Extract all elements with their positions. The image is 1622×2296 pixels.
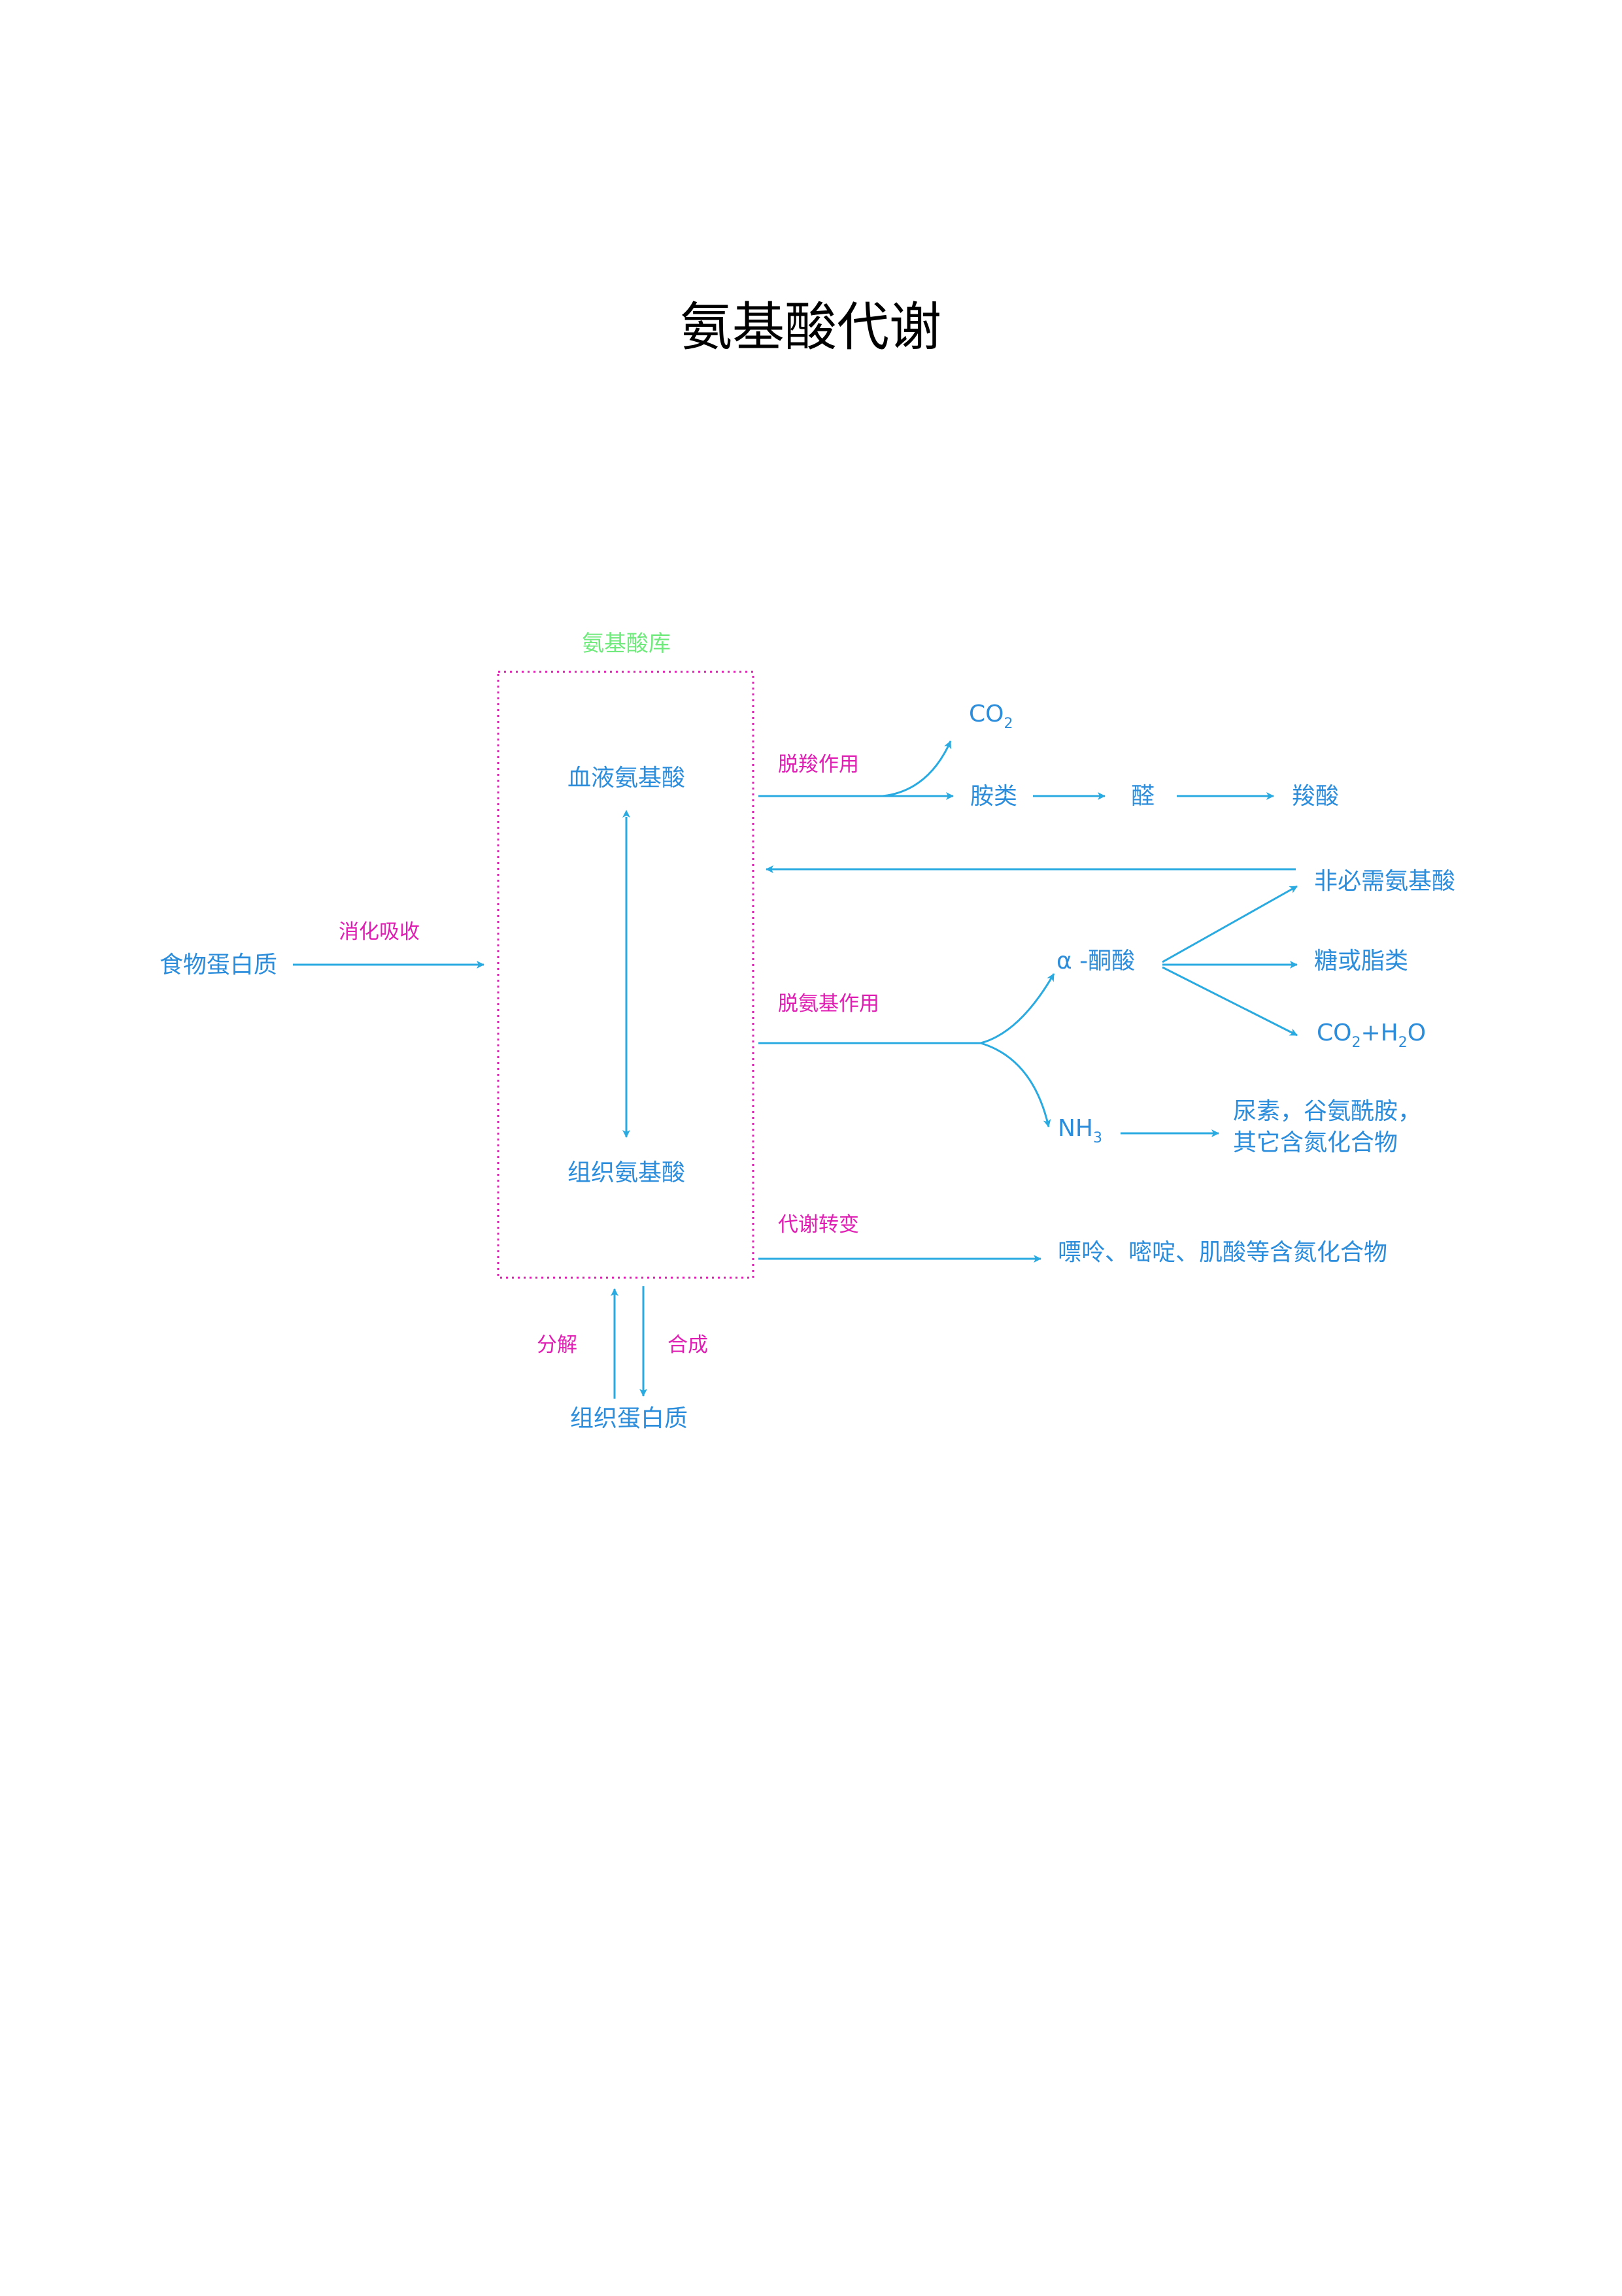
node-nh3: NH3 xyxy=(1058,1115,1102,1146)
node-urea-line1: 尿素，谷氨酰胺， xyxy=(1233,1098,1421,1125)
node-amines: 胺类 xyxy=(970,783,1017,810)
arrow-to-nh3 xyxy=(758,1042,1051,1127)
node-aldehyde: 醛 xyxy=(1131,783,1155,810)
node-tissue-amino-acid: 组织氨基酸 xyxy=(567,1159,685,1186)
label-deamination: 脱氨基作用 xyxy=(778,992,879,1016)
page-title: 氨基酸代谢 xyxy=(680,297,941,358)
node-co2-h2o: CO2+H2O xyxy=(1317,1020,1426,1051)
node-purine-pyrimidine-creatine: 嘌呤、嘧啶、肌酸等含氮化合物 xyxy=(1058,1239,1387,1266)
node-blood-amino-acid: 血液氨基酸 xyxy=(567,765,685,791)
label-metabolic-conversion: 代谢转变 xyxy=(778,1213,859,1237)
node-urea-line2: 其它含氮化合物 xyxy=(1233,1129,1398,1156)
node-co2: CO2 xyxy=(969,701,1013,732)
node-sugar-or-fat: 糖或脂类 xyxy=(1314,948,1408,974)
arrow-keto-to-co2-h2o xyxy=(1162,966,1298,1037)
node-tissue-protein: 组织蛋白质 xyxy=(570,1405,688,1432)
pool-label: 氨基酸库 xyxy=(582,631,671,657)
label-synthesis: 合成 xyxy=(667,1333,708,1357)
node-alpha-keto-acid: α -酮酸 xyxy=(1056,948,1135,974)
amino-acid-pool-box xyxy=(497,671,754,1279)
arrow-keto-to-nonessential xyxy=(1162,885,1298,963)
label-decarboxylation: 脱羧作用 xyxy=(778,753,859,776)
node-food-protein: 食物蛋白质 xyxy=(160,952,277,978)
label-digestion: 消化吸收 xyxy=(339,920,420,944)
node-carboxylic-acid: 羧酸 xyxy=(1292,783,1339,810)
node-nonessential-amino-acid: 非必需氨基酸 xyxy=(1314,868,1455,895)
label-decomposition: 分解 xyxy=(537,1333,577,1357)
arrow-to-alpha-keto-acid xyxy=(758,973,1055,1044)
